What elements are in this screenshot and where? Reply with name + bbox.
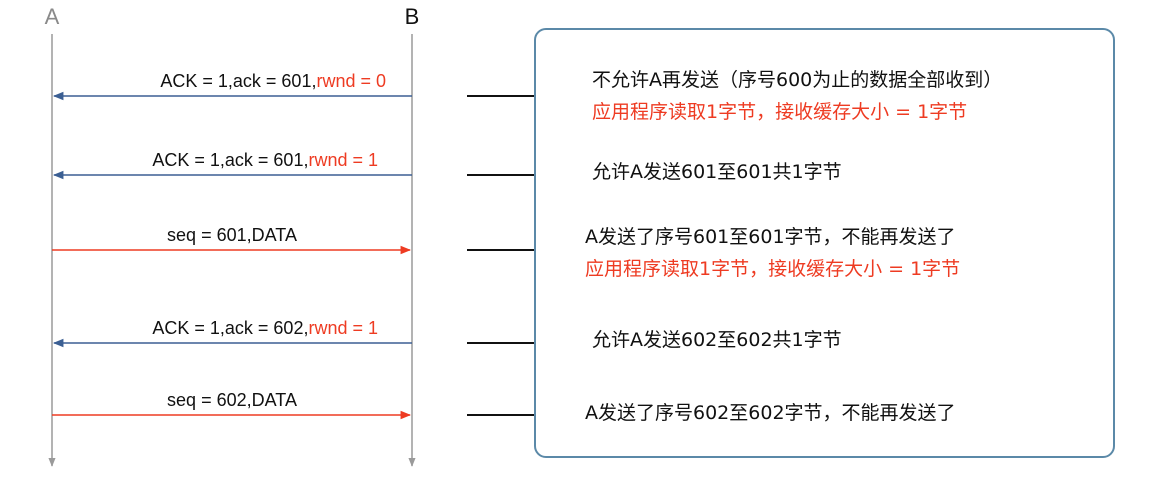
rwnd-value: rwnd = 1: [308, 318, 378, 338]
note-2-line-1: 允许A发送601至601共1字节: [592, 161, 842, 183]
note-5-line-1: A发送了序号602至602字节，不能再发送了: [585, 402, 956, 424]
message-label-ack-602-rwnd-1: ACK = 1,ack = 602,rwnd = 1: [152, 318, 378, 338]
rwnd-value: rwnd = 0: [316, 71, 386, 91]
message-label-ack-601-rwnd-1: ACK = 1,ack = 601,rwnd = 1: [152, 150, 378, 170]
host-a-label: A: [45, 4, 60, 29]
message-text: ACK = 1,ack = 601,: [152, 150, 308, 170]
message-label-ack-601-rwnd-0: ACK = 1,ack = 601,rwnd = 0: [160, 71, 386, 91]
message-text: ACK = 1,ack = 602,: [152, 318, 308, 338]
message-label-seq-601-data: seq = 601,DATA: [167, 225, 297, 245]
note-4-line-1: 允许A发送602至602共1字节: [592, 329, 842, 351]
explanation-box: [534, 28, 1115, 458]
note-1-line-2: 应用程序读取1字节，接收缓存大小 = 1字节: [592, 101, 968, 123]
message-label-seq-602-data: seq = 602,DATA: [167, 390, 297, 410]
note-1-line-1: 不允许A再发送（序号600为止的数据全部收到）: [592, 69, 1003, 91]
note-3-line-1: A发送了序号601至601字节，不能再发送了: [585, 226, 956, 248]
note-3-line-2: 应用程序读取1字节，接收缓存大小 = 1字节: [585, 258, 961, 280]
message-text: ACK = 1,ack = 601,: [160, 71, 316, 91]
rwnd-value: rwnd = 1: [308, 150, 378, 170]
host-b-label: B: [405, 4, 420, 29]
